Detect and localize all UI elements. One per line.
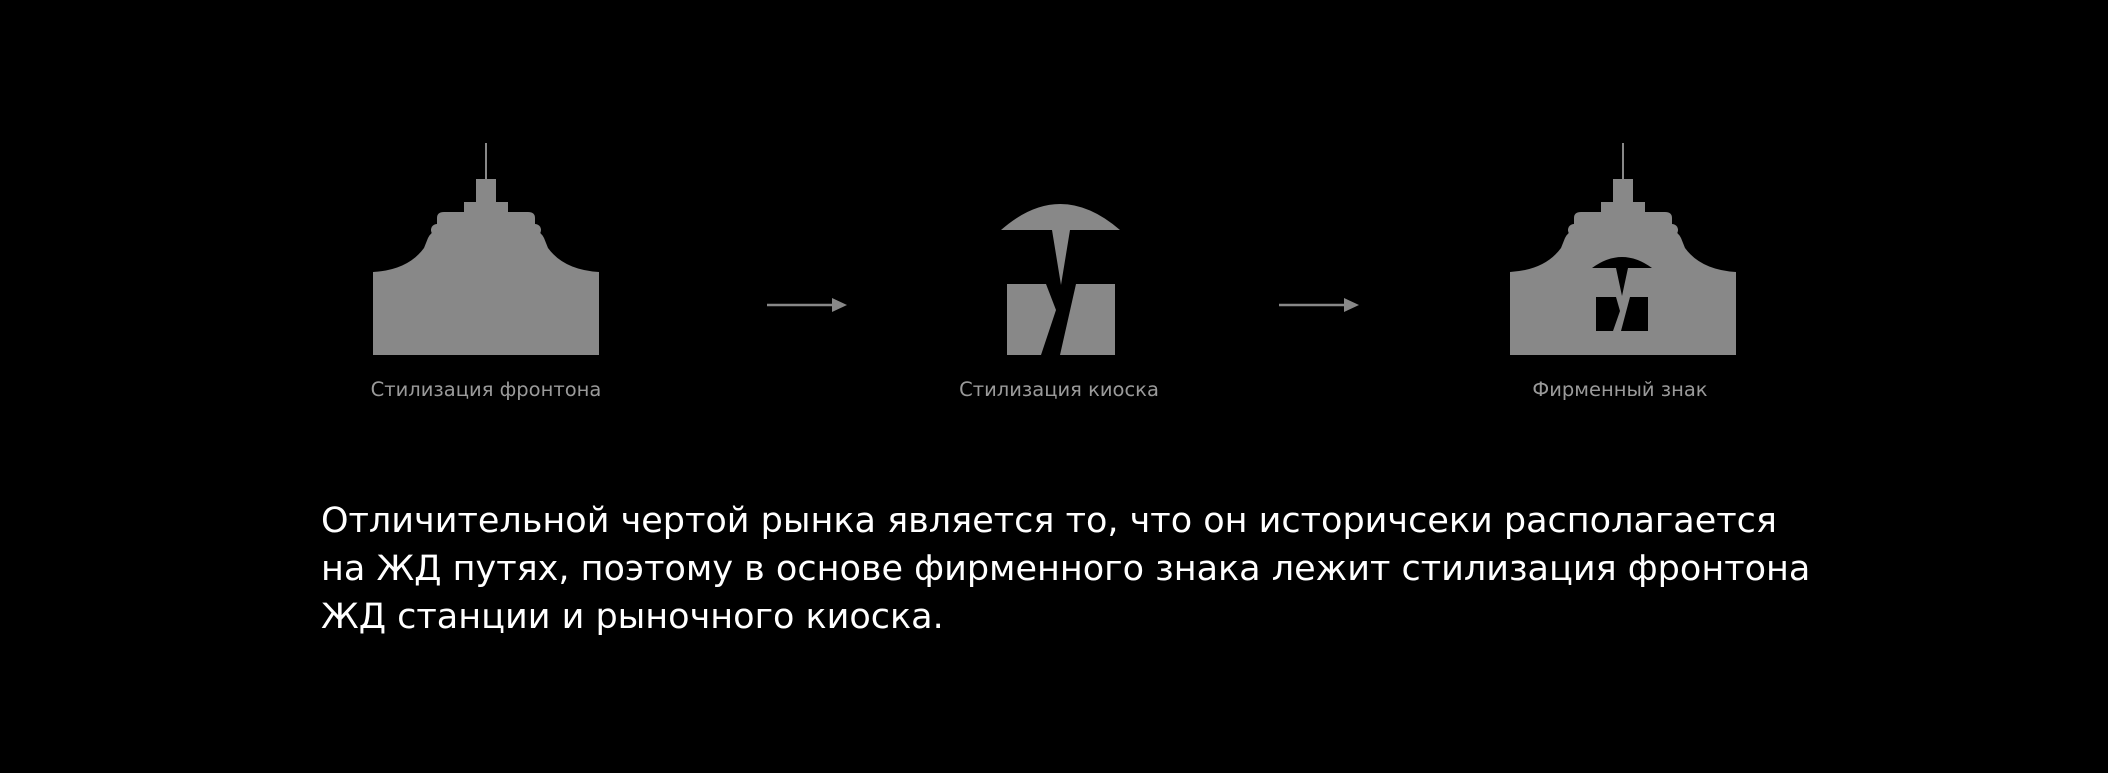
caption-pediment: Стилизация фронтона — [370, 378, 602, 401]
logo-mark-icon — [1510, 143, 1736, 355]
caption-logo-mark: Фирменный знак — [1532, 378, 1708, 401]
description-paragraph: Отличительной чертой рынка является то, … — [321, 497, 1821, 641]
kiosk-inset — [1592, 257, 1652, 331]
caption-kiosk: Стилизация киоска — [959, 378, 1159, 401]
kiosk-icon — [1001, 204, 1120, 355]
description-line: на ЖД путях, поэтому в основе фирменного… — [321, 549, 1811, 589]
pediment-icon — [373, 143, 599, 355]
arrow-right-icon — [767, 298, 847, 312]
arrow-right-icon — [1279, 298, 1359, 312]
description-line: Отличительной чертой рынка является то, … — [321, 501, 1777, 541]
description-line: ЖД станции и рыночного киоска. — [321, 597, 944, 637]
